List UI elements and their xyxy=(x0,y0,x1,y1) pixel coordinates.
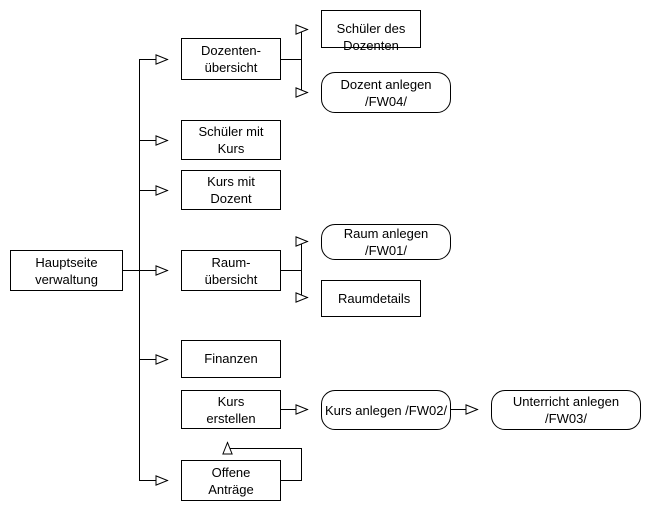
node-label: Raum- übersicht xyxy=(204,254,258,287)
node-label: Raum anlegen /FW01/ xyxy=(343,226,429,258)
node-label: Unterricht anlegen /FW03/ xyxy=(512,394,620,426)
node-label: Kurs mit Dozent xyxy=(207,174,255,206)
node-label: Finanzen xyxy=(204,351,258,366)
node-schueler-des-dozenten[interactable]: Schüler des Dozenten xyxy=(321,10,421,53)
node-label: Dozent anlegen /FW04/ xyxy=(340,76,432,109)
node-dozentenuebersicht[interactable]: Dozenten- übersicht xyxy=(181,38,281,80)
node-kurs-anlegen-fw02[interactable]: Kurs anlegen /FW02/ xyxy=(321,390,451,430)
node-label: Schüler mit Kurs xyxy=(198,124,264,156)
edge-offene-kurserstell xyxy=(228,442,302,481)
node-label: Kurs erstellen xyxy=(206,393,256,426)
node-hauptseite-verwaltung[interactable]: Hauptseite verwaltung xyxy=(10,250,123,291)
node-dozent-anlegen-fw04[interactable]: Dozent anlegen /FW04/ xyxy=(321,72,451,113)
node-raumuebersicht[interactable]: Raum- übersicht xyxy=(181,250,281,291)
node-raum-anlegen-fw01[interactable]: Raum anlegen /FW01/ xyxy=(321,224,451,260)
node-label: Dozenten- übersicht xyxy=(201,43,261,75)
node-label: Raumdetails xyxy=(338,291,411,306)
node-label: Hauptseite verwaltung xyxy=(35,254,98,287)
node-finanzen[interactable]: Finanzen xyxy=(181,340,281,378)
node-label: Kurs anlegen /FW02/ xyxy=(324,402,448,418)
node-offene-antraege[interactable]: Offene Anträge xyxy=(181,460,281,501)
node-label: Schüler des Dozenten xyxy=(336,21,406,53)
node-kurs-erstellen[interactable]: Kurs erstellen xyxy=(181,390,281,429)
node-unterricht-anlegen-fw03[interactable]: Unterricht anlegen /FW03/ xyxy=(491,390,641,430)
node-kurs-mit-dozent[interactable]: Kurs mit Dozent xyxy=(181,170,281,210)
node-raumdetails[interactable]: Raumdetails xyxy=(321,280,421,317)
node-label: Offene Anträge xyxy=(208,464,254,497)
node-schueler-mit-kurs[interactable]: Schüler mit Kurs xyxy=(181,120,281,160)
